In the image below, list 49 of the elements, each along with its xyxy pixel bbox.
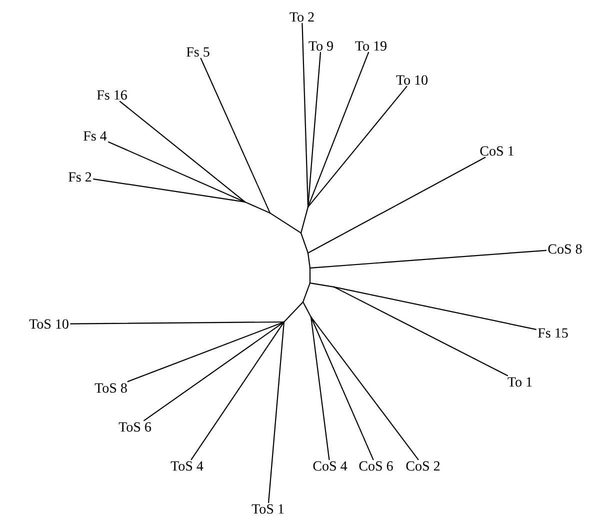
tree-branch: [127, 322, 284, 382]
leaf-label: To 1: [508, 377, 532, 387]
leaf-label: ToS 8: [94, 383, 127, 393]
tree-branch: [144, 322, 284, 422]
tree-branch: [308, 52, 370, 207]
tree-branch: [308, 86, 408, 207]
leaf-label: ToS 4: [170, 461, 204, 471]
tree-branch: [302, 283, 310, 302]
tree-branch: [311, 317, 419, 460]
leaf-label: CoS 2: [406, 461, 440, 471]
leaf-label: ToS 6: [118, 422, 152, 432]
leaf-label: CoS 1: [480, 146, 514, 156]
tree-branch: [300, 207, 308, 233]
leaf-label: CoS 6: [359, 461, 393, 471]
tree-branch: [284, 302, 303, 322]
leaf-label: Fs 5: [186, 47, 210, 57]
tree-branch: [308, 52, 322, 207]
leaf-label: Fs 15: [538, 328, 568, 338]
leaf-label: CoS 4: [313, 461, 348, 471]
tree-branch: [93, 178, 245, 202]
tree-branch: [308, 156, 486, 254]
leaf-label: ToS 1: [252, 504, 284, 514]
tree-branch: [119, 100, 245, 202]
tree-branch: [334, 286, 508, 376]
tree-branch: [300, 233, 308, 253]
tree-branch: [108, 141, 245, 202]
tree-branch: [245, 202, 270, 214]
tree-branch: [334, 286, 536, 330]
tree-branch: [310, 317, 374, 460]
tree-branch: [302, 302, 312, 317]
tree-branch: [200, 58, 270, 213]
tree-branch: [309, 268, 311, 283]
tree-branch: [270, 212, 301, 233]
leaf-label: ToS 10: [29, 319, 68, 329]
tree-branch: [70, 321, 284, 324]
leaf-label: To 2: [290, 12, 314, 22]
leaf-label: To 9: [308, 41, 333, 51]
tree-branch: [310, 317, 330, 460]
tree-branch: [268, 322, 284, 504]
tree-branch: [190, 322, 284, 460]
leaf-label: To 10: [396, 75, 428, 85]
leaf-label: CoS 8: [548, 244, 582, 254]
tree-branch: [310, 250, 547, 268]
leaf-label: To 19: [355, 41, 386, 51]
tree-branch: [308, 253, 310, 268]
leaf-label: Fs 4: [84, 131, 107, 141]
leaf-label: Fs 2: [68, 172, 92, 182]
leaf-label: Fs 16: [97, 90, 127, 100]
tree-branch: [310, 282, 334, 288]
